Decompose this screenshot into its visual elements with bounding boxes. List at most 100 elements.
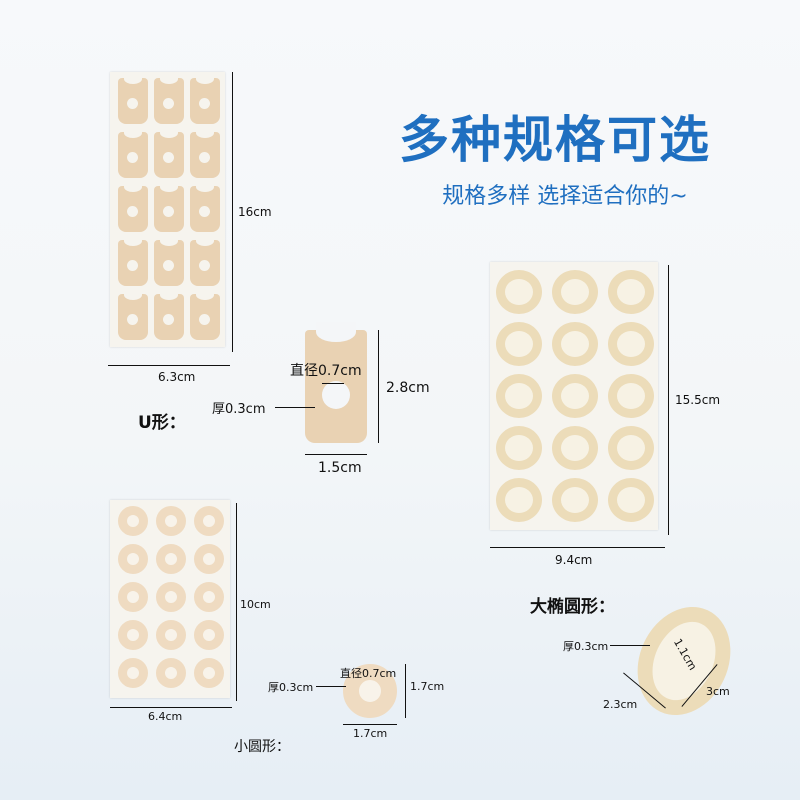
u-pad	[190, 128, 220, 178]
oval-width-label: 2.3cm	[603, 698, 638, 711]
round-pad-single	[343, 664, 397, 718]
oval-pad	[608, 322, 654, 366]
round-pad	[156, 544, 186, 574]
u-pad-hole	[127, 314, 138, 325]
page-subtitle: 规格多样 选择适合你的~	[442, 184, 688, 209]
oval-thickness-line	[610, 645, 650, 646]
u-pad	[154, 182, 184, 232]
oval-pad	[496, 322, 542, 366]
u-pad-hole	[163, 260, 174, 271]
oval-sheet-height-label: 15.5cm	[675, 393, 721, 407]
u-thickness-label: 厚0.3cm	[212, 402, 266, 417]
round-pad	[118, 620, 148, 650]
u-pad-hole	[322, 381, 350, 409]
page-title: 多种规格可选	[399, 111, 711, 169]
oval-pad	[608, 478, 654, 522]
u-pad-single	[305, 322, 367, 443]
u-pad-hole	[199, 206, 210, 217]
round-pad	[118, 544, 148, 574]
oval-pad	[552, 478, 598, 522]
u-pad-hole	[163, 314, 174, 325]
round-sheet-height-line	[236, 503, 237, 701]
round-thickness-line	[316, 686, 346, 687]
round-sheet-width-label: 6.4cm	[148, 710, 183, 723]
oval-pad	[496, 478, 542, 522]
u-pad-hole	[127, 206, 138, 217]
oval-sheet-height-line	[668, 265, 669, 535]
round-pad	[118, 582, 148, 612]
u-pad	[118, 74, 148, 124]
round-pad-sheet	[110, 500, 230, 698]
u-width-line	[305, 454, 367, 455]
u-pad-hole	[127, 260, 138, 271]
round-pad	[194, 620, 224, 650]
oval-thickness-label: 厚0.3cm	[563, 640, 609, 653]
u-pad	[118, 128, 148, 178]
round-width-label: 1.7cm	[353, 727, 388, 740]
u-sheet-width-line	[108, 365, 230, 366]
round-pad	[156, 582, 186, 612]
oval-pad-sheet	[490, 262, 658, 530]
oval-pad	[608, 270, 654, 314]
oval-heading: 大椭圆形：	[530, 597, 615, 617]
u-pad-hole	[127, 98, 138, 109]
oval-pad	[552, 270, 598, 314]
u-pad-hole	[199, 98, 210, 109]
u-hole-diameter-label: 直径0.7cm	[290, 363, 362, 379]
u-heading: U形：	[138, 413, 186, 433]
u-thickness-line	[275, 407, 315, 408]
u-pad-hole	[163, 152, 174, 163]
u-sheet-width-label: 6.3cm	[158, 370, 196, 384]
oval-sheet-width-label: 9.4cm	[555, 553, 593, 567]
u-pad	[154, 74, 184, 124]
u-width-label: 1.5cm	[318, 460, 362, 476]
u-pad	[118, 290, 148, 340]
round-pad	[156, 506, 186, 536]
u-pad-sheet	[110, 72, 225, 347]
u-pad-hole	[199, 314, 210, 325]
round-heading: 小圆形：	[234, 739, 290, 755]
round-hole-diameter-label: 直径0.7cm	[340, 667, 397, 680]
round-pad	[156, 658, 186, 688]
u-pad-hole	[199, 260, 210, 271]
round-pad	[194, 506, 224, 536]
u-pad	[190, 290, 220, 340]
oval-pad	[552, 322, 598, 366]
oval-pad	[496, 426, 542, 470]
round-thickness-label: 厚0.3cm	[268, 681, 314, 694]
oval-pad	[552, 374, 598, 418]
u-pad	[190, 74, 220, 124]
u-height-label: 2.8cm	[386, 380, 430, 396]
u-sheet-height-line	[232, 72, 233, 352]
u-pad-hole	[127, 152, 138, 163]
u-height-line	[378, 330, 379, 443]
round-height-line	[405, 664, 406, 718]
round-pad	[194, 658, 224, 688]
round-pad	[194, 544, 224, 574]
round-pad	[156, 620, 186, 650]
u-pad-hole	[163, 206, 174, 217]
u-pad	[190, 236, 220, 286]
oval-pad	[608, 374, 654, 418]
u-pad-hole	[199, 152, 210, 163]
u-pad-hole	[163, 98, 174, 109]
round-sheet-width-line	[110, 707, 232, 708]
round-sheet-height-label: 10cm	[240, 598, 271, 611]
oval-pad	[496, 270, 542, 314]
oval-height-label: 3cm	[706, 685, 730, 698]
round-width-line	[343, 724, 397, 725]
round-pad	[194, 582, 224, 612]
u-sheet-height-label: 16cm	[238, 205, 272, 219]
oval-sheet-width-line	[490, 547, 665, 548]
u-pad	[190, 182, 220, 232]
round-height-label: 1.7cm	[410, 680, 445, 693]
oval-pad	[608, 426, 654, 470]
u-pad	[154, 128, 184, 178]
oval-pad	[552, 426, 598, 470]
u-pad	[154, 236, 184, 286]
round-pad	[118, 658, 148, 688]
u-pad	[118, 236, 148, 286]
oval-pad	[496, 374, 542, 418]
u-hole-arrow	[322, 383, 344, 384]
u-pad	[118, 182, 148, 232]
